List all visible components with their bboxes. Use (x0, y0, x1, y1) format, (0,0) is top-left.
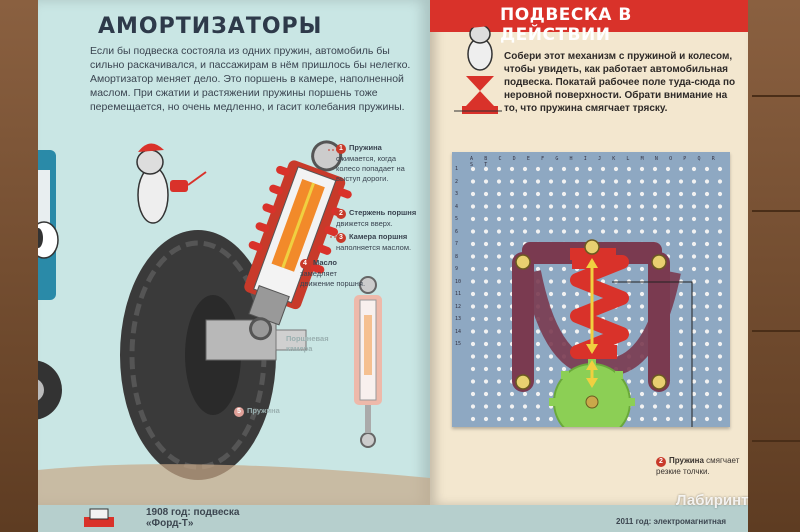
car-icon (84, 508, 114, 527)
bolts (515, 239, 667, 390)
wood-seam (752, 210, 800, 212)
large-shock-absorber (244, 140, 352, 341)
right-page: ПОДВЕСКА В ДЕЙСТВИИ Собери этот механизм… (430, 0, 748, 505)
gear-axle (585, 395, 599, 409)
intro-paragraph: Если бы подвеска состояла из одних пружи… (90, 45, 411, 113)
left-page: АМОРТИЗАТОРЫ Если бы подвеска состояла и… (38, 0, 430, 505)
truck-illustration (38, 150, 62, 420)
left-arm (512, 252, 534, 392)
piston-chamber-label: Поршневая камера (286, 334, 329, 353)
wood-seam (752, 440, 800, 442)
mouse-mechanic-illustration (136, 143, 207, 224)
timeline-entry-1908: 1908 год: подвеска «Форд-Т» (146, 507, 240, 529)
timeline-strip: 1908 год: подвеска «Форд-Т» 2011 год: эл… (38, 505, 748, 532)
board-row-numbers: 1 2 3 4 5 6 7 8 9 10 11 12 13 14 15 (455, 166, 462, 347)
dog-illustration (38, 221, 59, 259)
page-title: ПОДВЕСКА В ДЕЙСТВИИ (500, 5, 632, 45)
shock-absorber-illustration (38, 140, 430, 505)
pegboard[interactable]: A B C D E F G H I J K L M N O P Q R S T … (452, 152, 730, 427)
timeline-entry-2011: 2011 год: электромагнитная (616, 517, 726, 526)
wood-seam (752, 95, 800, 97)
small-shock-absorber (354, 276, 382, 448)
page-title: АМОРТИЗАТОРЫ (98, 14, 323, 39)
watermark-logo: Лабиринт (676, 492, 749, 509)
instructions-paragraph: Собери этот механизм с пружиной и колесо… (504, 51, 736, 114)
spring-part (570, 255, 629, 359)
suspension-mechanism[interactable] (452, 152, 730, 427)
leader-line (612, 281, 693, 427)
mouse-on-jack-illustration (454, 21, 502, 114)
right-arm (648, 252, 670, 392)
ground (38, 464, 430, 505)
wood-seam (752, 330, 800, 332)
